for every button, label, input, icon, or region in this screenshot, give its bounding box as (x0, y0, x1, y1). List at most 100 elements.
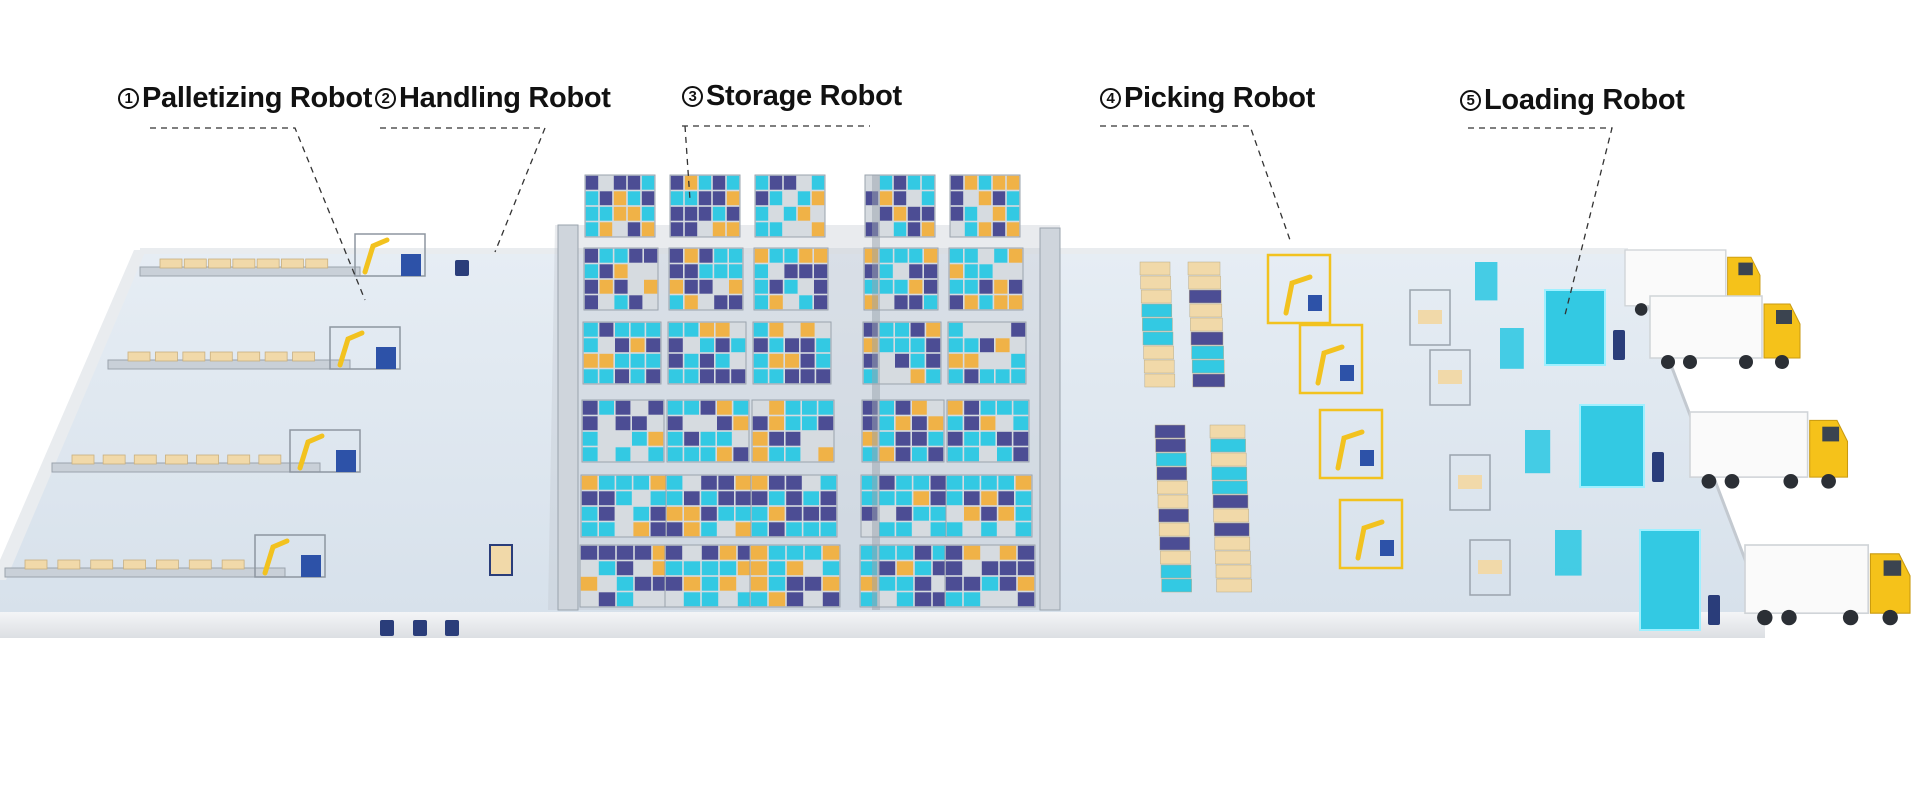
storage-box (978, 191, 992, 206)
storage-box (1006, 191, 1020, 206)
truck-wheel (1757, 609, 1773, 626)
storage-box (614, 295, 628, 310)
storage-box (627, 175, 641, 190)
storage-box (994, 279, 1008, 294)
storage-box (893, 191, 907, 206)
storage-box (802, 416, 817, 431)
storage-box (930, 475, 947, 490)
storage-rack-block (669, 174, 741, 238)
storage-box (750, 545, 768, 560)
storage-box (818, 416, 834, 431)
truck-wheel (1775, 355, 1789, 369)
storage-box (895, 416, 911, 431)
storage-box (698, 175, 712, 190)
palletizing-zone (4, 233, 469, 636)
storage-box (998, 475, 1014, 490)
storage-box (641, 222, 655, 237)
storage-box (997, 431, 1012, 446)
loading-zone (1475, 262, 1720, 631)
shelf-box (1191, 359, 1225, 374)
storage-box (783, 175, 797, 190)
storage-rack-block (580, 474, 668, 538)
shelf-box (1213, 508, 1249, 523)
storage-box (629, 295, 643, 310)
box (237, 351, 261, 362)
picking-robot-arm (1355, 519, 1385, 561)
storage-box (879, 206, 893, 221)
storage-box (784, 248, 798, 263)
storage-box (786, 491, 802, 506)
box (90, 559, 114, 570)
label-text: Handling Robot (399, 82, 611, 114)
label-text: Picking Robot (1124, 82, 1316, 114)
truck-trailer (1689, 411, 1809, 478)
storage-box (1017, 576, 1035, 591)
truck-wheel (1739, 355, 1753, 369)
storage-box (964, 175, 978, 190)
storage-box (786, 506, 802, 521)
storage-box (803, 522, 819, 537)
storage-box (979, 264, 993, 279)
box (305, 258, 329, 269)
storage-box (669, 248, 683, 263)
storage-box (800, 322, 815, 337)
storage-box (582, 416, 598, 431)
storage-box (785, 353, 799, 368)
picking-robot-cell (1266, 253, 1332, 325)
storage-box (584, 279, 598, 294)
storage-box (1015, 506, 1032, 521)
picking-robot-arm (1335, 429, 1365, 471)
storage-box (753, 369, 768, 384)
storage-box (582, 447, 598, 462)
storage-box (599, 206, 613, 221)
tote (1340, 365, 1354, 381)
storage-box (627, 191, 641, 206)
storage-box (981, 576, 999, 591)
workstation-frame (1409, 289, 1451, 346)
storage-box (752, 416, 768, 431)
storage-box (753, 322, 768, 337)
storage-box (992, 206, 1006, 221)
tote (1308, 295, 1322, 311)
storage-box (701, 545, 719, 560)
storage-box (921, 191, 935, 206)
box (232, 258, 256, 269)
storage-box (599, 400, 614, 415)
storage-box (700, 447, 716, 462)
storage-box (584, 295, 598, 310)
storage-box (914, 592, 932, 607)
storage-box (814, 264, 828, 279)
shelf-box (1140, 289, 1172, 304)
storage-box (584, 248, 598, 263)
storage-box (1011, 353, 1026, 368)
storage-box (599, 191, 613, 206)
storage-box (1017, 592, 1035, 607)
storage-box (666, 475, 683, 490)
storage-box (648, 431, 664, 446)
storage-box (878, 576, 896, 591)
storage-box (684, 279, 698, 294)
storage-box (997, 400, 1012, 415)
truck-trailer (1744, 544, 1870, 615)
storage-box (683, 592, 701, 607)
storage-box (949, 264, 963, 279)
storage-box (816, 369, 831, 384)
storage-box (616, 475, 632, 490)
storage-box (733, 400, 749, 415)
storage-box (729, 248, 743, 263)
storage-box (964, 279, 978, 294)
storage-box (1011, 322, 1026, 337)
storage-box (769, 191, 783, 206)
label-number: 4 (1100, 88, 1121, 109)
picking-robot-cell (1298, 323, 1364, 395)
leader-line-handling (380, 127, 546, 253)
workstation-box (1458, 475, 1482, 489)
storage-box (820, 475, 837, 490)
shelf-box (1212, 494, 1249, 509)
storage-box (670, 206, 684, 221)
storage-box (585, 222, 599, 237)
storage-box (926, 338, 941, 353)
storage-box (785, 447, 801, 462)
picking-shelf (1187, 261, 1226, 388)
storage-box (946, 522, 963, 537)
